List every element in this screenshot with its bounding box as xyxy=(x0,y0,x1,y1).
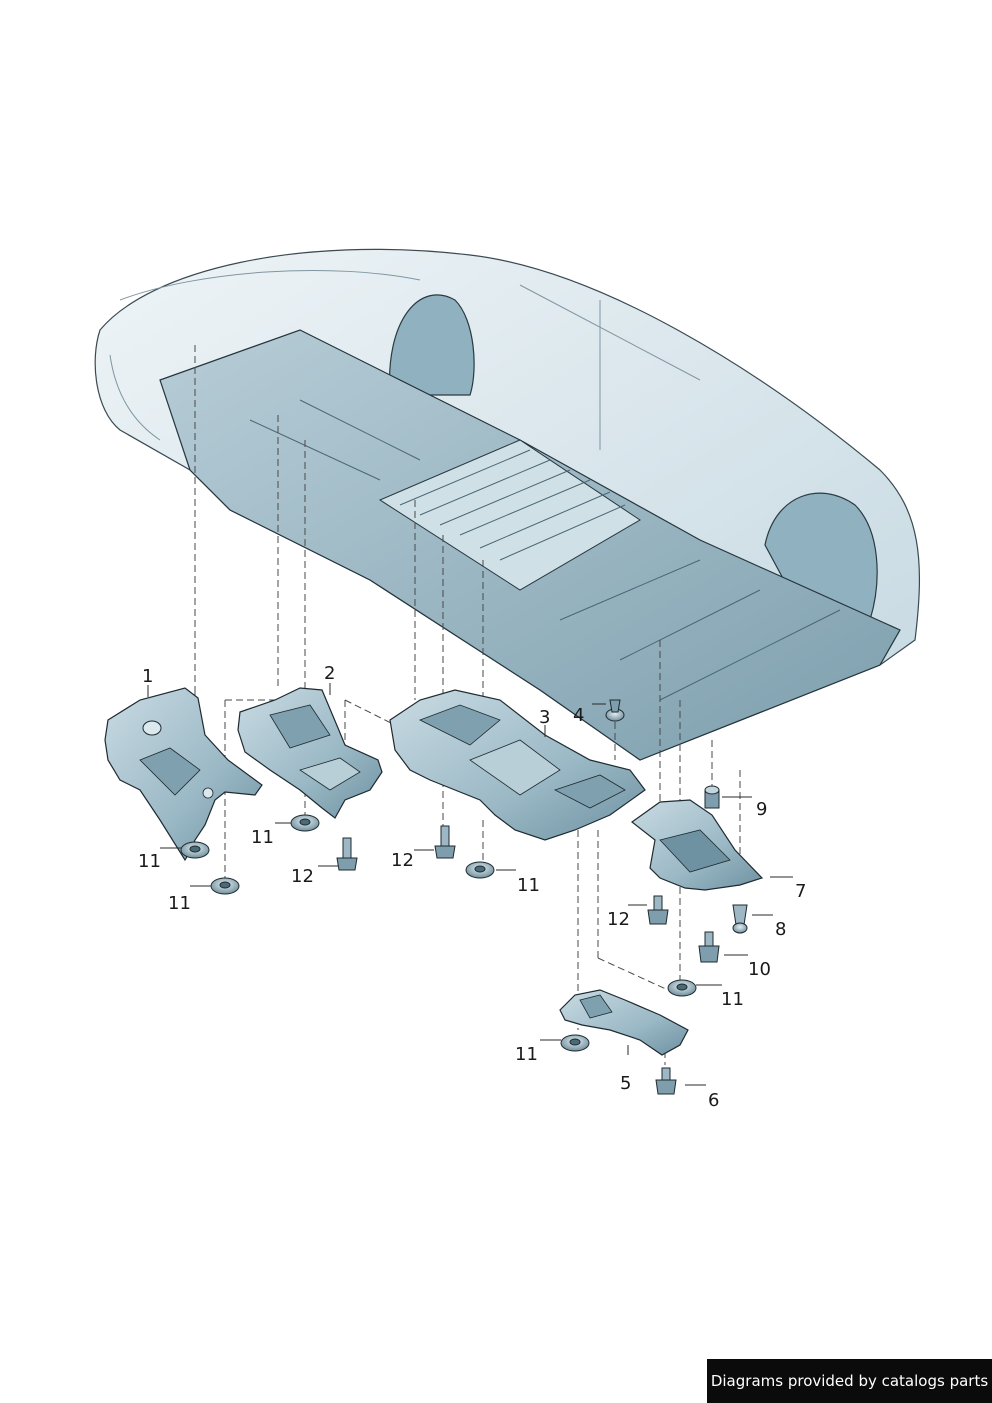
nut-11-e xyxy=(667,979,697,997)
part-3-tunnel-shield xyxy=(389,689,646,841)
bolt-10 xyxy=(698,931,720,963)
clip-8 xyxy=(732,904,748,934)
bolt-6 xyxy=(655,1067,677,1095)
callout-8: 8 xyxy=(775,919,787,940)
nut-11-f xyxy=(560,1034,590,1052)
callout-10: 10 xyxy=(748,959,771,980)
callout-11-e: 11 xyxy=(721,989,744,1010)
car-underbody xyxy=(94,248,921,761)
part-7-front-shield xyxy=(630,799,764,891)
nut-11-a xyxy=(180,841,210,859)
callout-3: 3 xyxy=(539,707,551,728)
callout-2: 2 xyxy=(324,663,336,684)
nut-11-d xyxy=(465,861,495,879)
fasteners-bolts xyxy=(336,699,748,1095)
fasteners-nuts xyxy=(180,814,697,1052)
callout-5: 5 xyxy=(620,1073,632,1094)
callout-11-a: 11 xyxy=(138,851,161,872)
callout-11-f: 11 xyxy=(515,1044,538,1065)
clip-4 xyxy=(605,699,625,722)
callout-11-d: 11 xyxy=(517,875,540,896)
credit-banner: Diagrams provided by catalogs parts xyxy=(707,1359,992,1403)
stud-9 xyxy=(704,785,720,809)
nut-11-c xyxy=(290,814,320,832)
part-1-heat-shield xyxy=(104,687,263,862)
leader-lines xyxy=(147,683,793,1086)
callout-11-c: 11 xyxy=(251,827,274,848)
bolt-12-a xyxy=(336,837,358,871)
callout-7: 7 xyxy=(795,881,807,902)
callout-11-b: 11 xyxy=(168,893,191,914)
callout-1: 1 xyxy=(142,666,154,687)
nut-11-b xyxy=(210,877,240,895)
part-5-bracket-shield xyxy=(559,989,689,1056)
callout-4: 4 xyxy=(573,705,585,726)
callout-12-a: 12 xyxy=(291,866,314,887)
callout-6: 6 xyxy=(708,1090,720,1111)
bolt-12-c xyxy=(647,895,669,925)
callout-12-c: 12 xyxy=(607,909,630,930)
part-2-heat-shield xyxy=(237,687,383,819)
callout-12-b: 12 xyxy=(391,850,414,871)
bolt-12-b xyxy=(434,825,456,859)
callout-9: 9 xyxy=(756,799,768,820)
